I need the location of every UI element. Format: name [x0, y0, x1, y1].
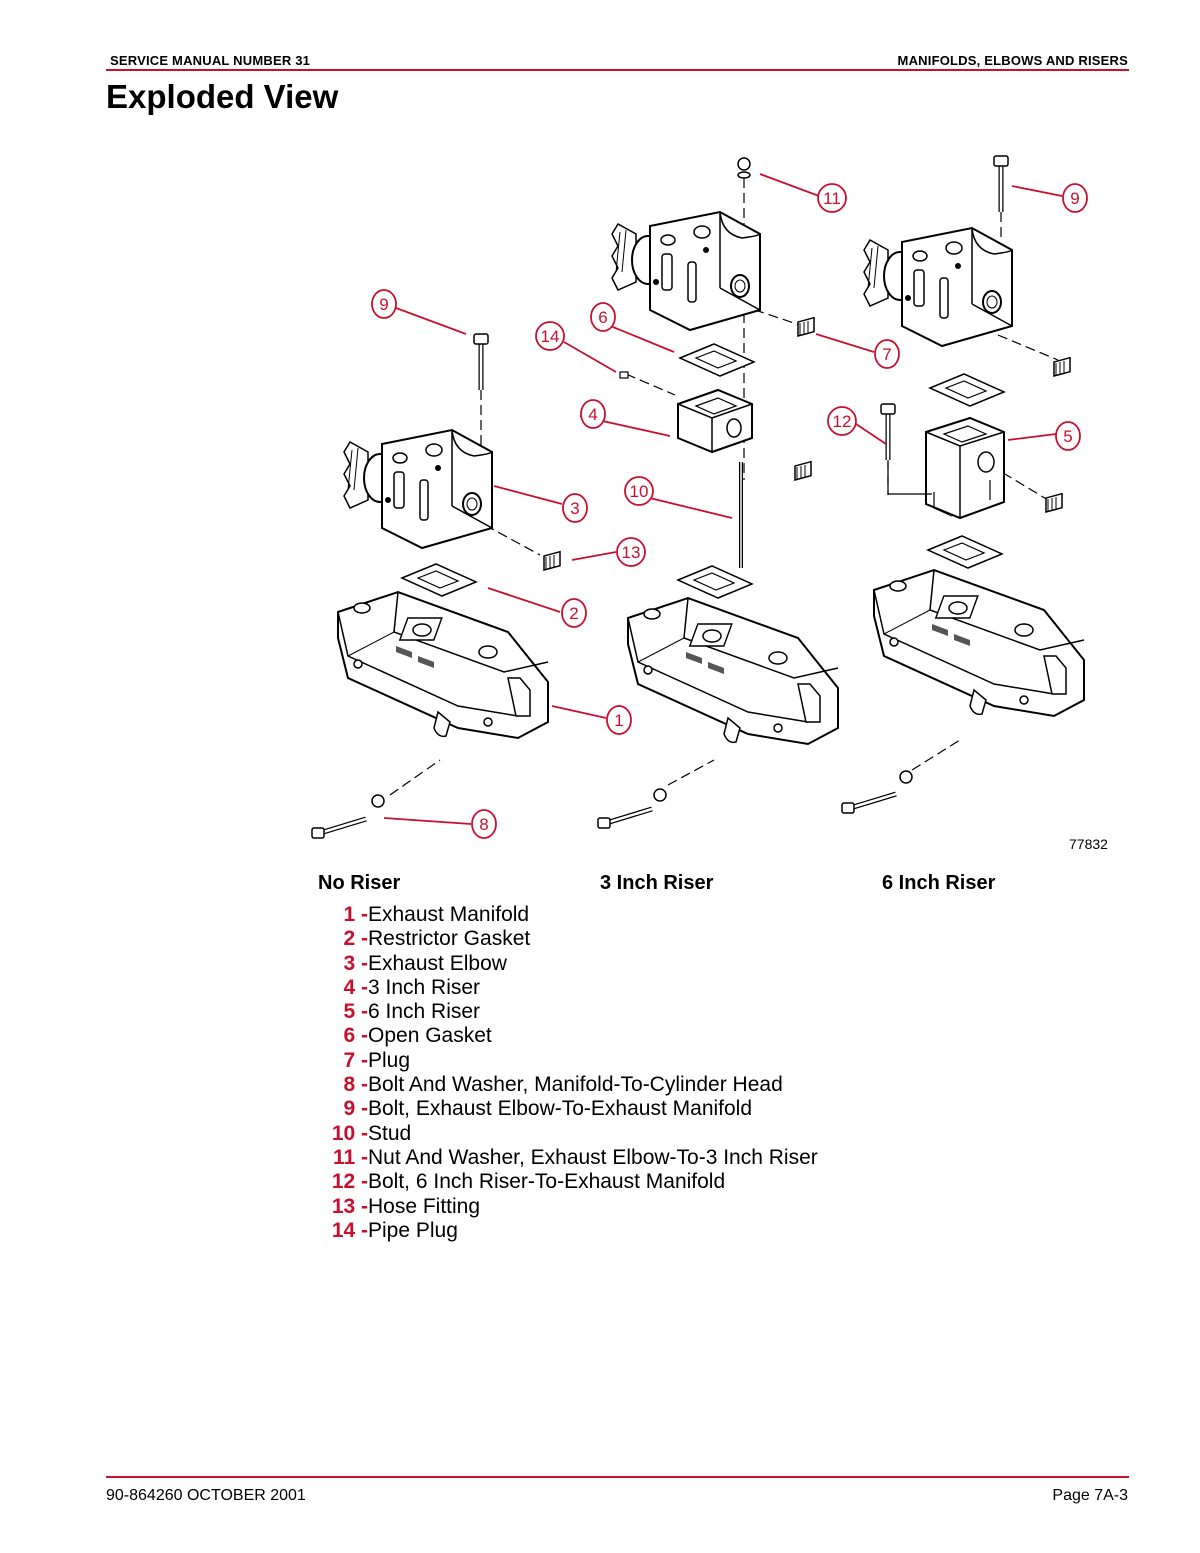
section-title: MANIFOLDS, ELBOWS AND RISERS [897, 53, 1128, 68]
legend-item: 10 - Stud [318, 1122, 818, 1146]
legend-item: 3 - Exhaust Elbow [318, 952, 818, 976]
callout-9: 9 [1070, 189, 1079, 208]
legend-item: 7 - Plug [318, 1049, 818, 1073]
callout-14: 14 [541, 327, 560, 346]
legend-number: 9 - [343, 1097, 368, 1121]
legend-number: 2 - [343, 927, 368, 951]
legend-number: 11 - [332, 1145, 368, 1169]
exploded-view-diagram: 9 11 9 6 14 7 4 12 5 10 3 13 2 1 8 [300, 145, 1088, 860]
callout-3: 3 [570, 499, 579, 518]
header-rule [106, 69, 1129, 71]
legend-text: Bolt And Washer, Manifold-To-Cylinder He… [368, 1073, 783, 1097]
legend-item: 1 - Exhaust Manifold [318, 903, 818, 927]
callout-11: 11 [823, 189, 841, 208]
legend-item: 5 - 6 Inch Riser [318, 1000, 818, 1024]
legend-item: 4 - 3 Inch Riser [318, 976, 818, 1000]
legend-number: 5 - [343, 1000, 368, 1024]
callout-13: 13 [622, 543, 641, 562]
figure-number: 77832 [1069, 836, 1108, 852]
legend-number: 10 - [331, 1121, 368, 1145]
column-header-6-inch-riser: 6 Inch Riser [882, 872, 996, 894]
legend-number: 3 - [343, 951, 368, 975]
legend-item: 2 - Restrictor Gasket [318, 927, 818, 951]
legend-text: Exhaust Manifold [368, 903, 530, 926]
legend-number: 12 - [331, 1170, 368, 1194]
legend-text: Open Gasket [368, 1024, 492, 1048]
callout-9: 9 [379, 295, 388, 314]
legend-text: 3 Inch Riser [368, 975, 481, 999]
callout-5: 5 [1063, 427, 1072, 446]
legend-text: Bolt, 6 Inch Riser-To-Exhaust Manifold [368, 1170, 726, 1194]
callout-2: 2 [569, 604, 578, 623]
callout-7: 7 [882, 345, 891, 364]
legend-number: 8 - [343, 1073, 368, 1097]
legend-number: 4 - [343, 975, 368, 999]
legend-number: 13 - [331, 1194, 368, 1218]
manual-number: SERVICE MANUAL NUMBER 31 [110, 53, 311, 68]
legend-text: Restrictor Gasket [368, 927, 531, 951]
legend-item: 9 - Bolt, Exhaust Elbow-To-Exhaust Manif… [318, 1097, 818, 1121]
callout-8: 8 [479, 815, 488, 834]
legend-text: Stud [368, 1121, 412, 1145]
legend-item: 8 - Bolt And Washer, Manifold-To-Cylinde… [318, 1073, 818, 1097]
callout-12: 12 [833, 412, 852, 431]
legend-item: 14 - Pipe Plug [318, 1219, 818, 1243]
part-number-date: 90-864260 OCTOBER 2001 [106, 1487, 306, 1504]
legend-text: Pipe Plug [368, 1218, 458, 1242]
legend-item: 6 - Open Gasket [318, 1024, 818, 1048]
legend-text: Nut And Washer, Exhaust Elbow-To-3 Inch … [368, 1145, 818, 1169]
legend-text: 6 Inch Riser [368, 1000, 481, 1024]
callout-4: 4 [588, 405, 597, 424]
legend-item: 12 - Bolt, 6 Inch Riser-To-Exhaust Manif… [318, 1170, 818, 1194]
legend-number: 14 - [331, 1218, 368, 1242]
legend-number: 7 - [343, 1048, 368, 1072]
callout-1: 1 [614, 711, 623, 730]
parts-legend: 1 - Exhaust Manifold 2 - Restrictor Gask… [318, 903, 818, 1243]
footer-rule [106, 1476, 1129, 1478]
legend-text: Bolt, Exhaust Elbow-To-Exhaust Manifold [368, 1097, 753, 1121]
legend-text: Exhaust Elbow [368, 951, 507, 975]
legend-text: Plug [368, 1048, 411, 1072]
callout-6: 6 [598, 308, 607, 327]
legend-number: 1 - [343, 903, 368, 926]
legend-item: 13 - Hose Fitting [318, 1195, 818, 1219]
page-number: Page 7A-3 [1052, 1487, 1128, 1504]
column-header-3-inch-riser: 3 Inch Riser [600, 872, 714, 894]
callout-10: 10 [630, 482, 649, 501]
page-title: Exploded View [106, 78, 339, 115]
legend-number: 6 - [343, 1024, 368, 1048]
column-header-no-riser: No Riser [318, 872, 401, 894]
legend-text: Hose Fitting [368, 1194, 481, 1218]
legend-item: 11 - Nut And Washer, Exhaust Elbow-To-3 … [318, 1146, 818, 1170]
